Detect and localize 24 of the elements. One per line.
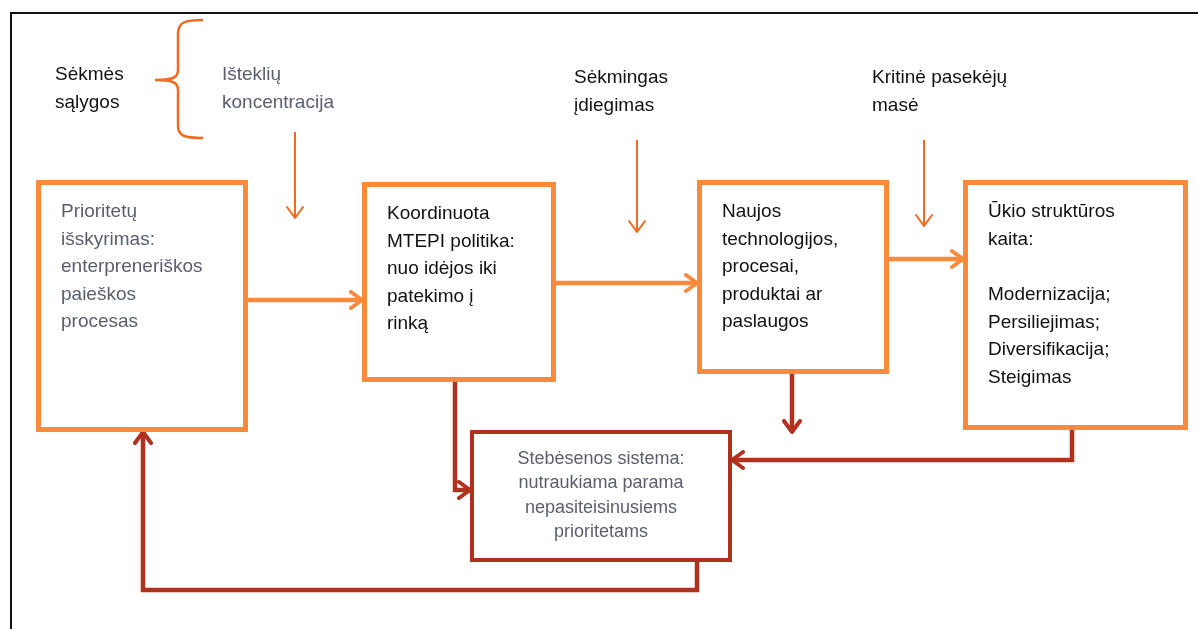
box-title: Koordinuota MTEPI politika: nuo idėjos iki patekimo į rinką: [387, 201, 516, 336]
arrow: [915, 139, 933, 227]
arrow: [628, 139, 646, 233]
arrow: [133, 430, 700, 593]
box-title: Naujos technologijos, procesai, produktai ar paslaugos: [722, 199, 840, 334]
arrow: [556, 273, 699, 293]
arrow: [248, 290, 364, 310]
process-box: [963, 180, 1188, 430]
arrow: [782, 374, 802, 434]
condition-text: Kritinė pasekėjų masė: [872, 63, 1042, 140]
arrow: [452, 382, 472, 500]
box-title: Stebėsenos sistema: nutraukiama parama nepasiteisinusiems prioritetams: [516, 447, 686, 543]
box-title: Ūkio struktūros kaita:: [988, 199, 1116, 251]
monitoring-box: [470, 430, 732, 562]
process-box: [697, 180, 889, 374]
arrow: [889, 249, 965, 269]
box-text: Modernizacija; Persiliejimas; Diversifikacija; Steigimas: [988, 282, 1112, 389]
condition-text: Sėkmingas įdiegimas: [574, 63, 704, 140]
side-label: Sėkmės sąlygos: [55, 62, 125, 114]
process-box: [362, 182, 556, 382]
box-title: Prioritetų išskyrimas: enterpreneriškos paieškos procesas: [61, 199, 204, 334]
condition-text: Išteklių koncentracija: [222, 60, 392, 132]
process-box: [36, 180, 248, 432]
arrow: [286, 131, 304, 219]
